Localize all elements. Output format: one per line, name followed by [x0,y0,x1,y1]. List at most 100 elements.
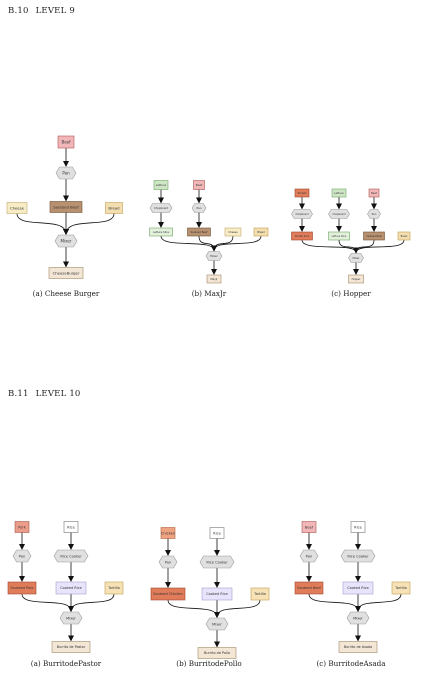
meat-node: Beef [301,521,317,533]
node-label: Sauteed Pork [10,586,34,590]
lettuce-node: Lettuce [153,180,169,190]
rice-node: Rice [350,521,366,533]
ingredient-shape [294,581,324,595]
lslice-node: Lettuce Slice [149,227,173,237]
product-node: MaxJr [206,274,222,284]
node-label: Chopboard [154,206,169,210]
node-label: MaxJr [210,277,218,281]
rice-node: Rice [209,527,225,539]
tool-shape [340,549,376,563]
node-label: Burrito de Asada [344,645,372,649]
ingredient-shape [153,180,169,190]
tool-shape [59,611,83,625]
pan-node: Pan [12,549,32,563]
tool-shape [53,549,89,563]
bread-node: Bread [253,227,269,237]
node-label: Tomato [297,191,307,195]
flow-arrow [211,235,262,252]
ingredient-shape [291,231,313,241]
node-label: Rice [67,525,75,529]
tool-shape [158,555,178,569]
ingredient-shape [206,274,222,284]
node-label: Sauteed Beef [366,235,382,238]
flow-arrow [21,593,74,612]
ingredient-shape [187,227,211,237]
cheese-node: Cheese [6,202,28,214]
pan-node: Pan [158,555,178,569]
ingredient-shape [48,267,84,279]
ingredient-shape [49,201,83,213]
chop2-node: Chopboard [328,209,350,219]
ingredient-shape [250,587,270,601]
node-label: Cooked Rice [347,586,369,590]
ingredient-shape [363,231,385,241]
node-label: Pan [196,206,201,210]
tool-shape [299,549,319,563]
node-label: Chicken [161,531,175,535]
ingredient-shape [104,581,124,595]
figure-caption: (c) Hopper [331,289,371,298]
node-label: Tortilla [394,586,407,590]
node-label: Lettuce Slice [153,230,169,234]
node-label: Bread [108,205,120,210]
flow-arrow [308,593,361,612]
node-label: Sauteed Beef [297,586,321,590]
mixer-node: Mixer [346,611,370,625]
tool-shape [367,209,381,219]
ingredient-shape [209,527,225,539]
ingredient-shape [348,274,364,284]
ingredient-shape [105,202,123,214]
node-label: Mixer [352,256,360,260]
mixer-node: Mixer [205,617,229,631]
ingredient-shape [350,521,366,533]
mixer-node: Mixer [59,611,83,625]
ingredient-shape [7,581,37,595]
node-label: Sauteed Beef [53,204,79,209]
rice-node: Rice [63,521,79,533]
product-node: Burrito de Asada [338,641,378,653]
tortilla-node: Tortilla [391,581,411,595]
node-label: Mixer [210,254,218,258]
bread-node: Bread [105,202,123,214]
bread-node: Bread [397,231,411,241]
flow-arrow [63,213,115,235]
ingredient-shape [55,581,87,595]
node-label: Lettuce Slice [332,235,347,238]
pan-node: Pan [191,203,207,213]
mixer-node: Mixer [54,234,78,248]
node-label: Beef [305,525,314,529]
node-label: Cheese [10,205,25,210]
node-label: Sauteed Beef [191,230,208,234]
ingredient-shape [368,188,380,198]
flow-arrow [353,239,405,254]
flow-arrow [198,235,217,252]
node-label: Mixer [212,622,222,626]
cooker-node: Rice Cooker [340,549,376,563]
product-node: Burrito de Pollo [197,647,237,659]
node-label: Pan [19,554,26,558]
cheese-node: Cheese [224,227,242,237]
sauteed-node: Sauteed Beef [187,227,211,237]
tool-shape [328,209,350,219]
ingredient-shape [201,587,233,601]
ingredient-shape [331,188,347,198]
flow-arrow [355,593,402,612]
node-label: Lettuce [156,183,167,187]
node-label: Tomato Slice [295,235,310,238]
cooked-node: Cooked Rice [201,587,233,601]
ingredient-shape [301,521,317,533]
figure-caption: (b) BurritodePollo [176,659,242,668]
node-label: Pork [18,525,27,529]
node-label: Beef [61,139,71,144]
ingredient-shape [160,527,176,539]
product-node: Hopper [348,274,364,284]
tool-shape [348,253,364,263]
node-label: Chopboard [295,213,309,216]
